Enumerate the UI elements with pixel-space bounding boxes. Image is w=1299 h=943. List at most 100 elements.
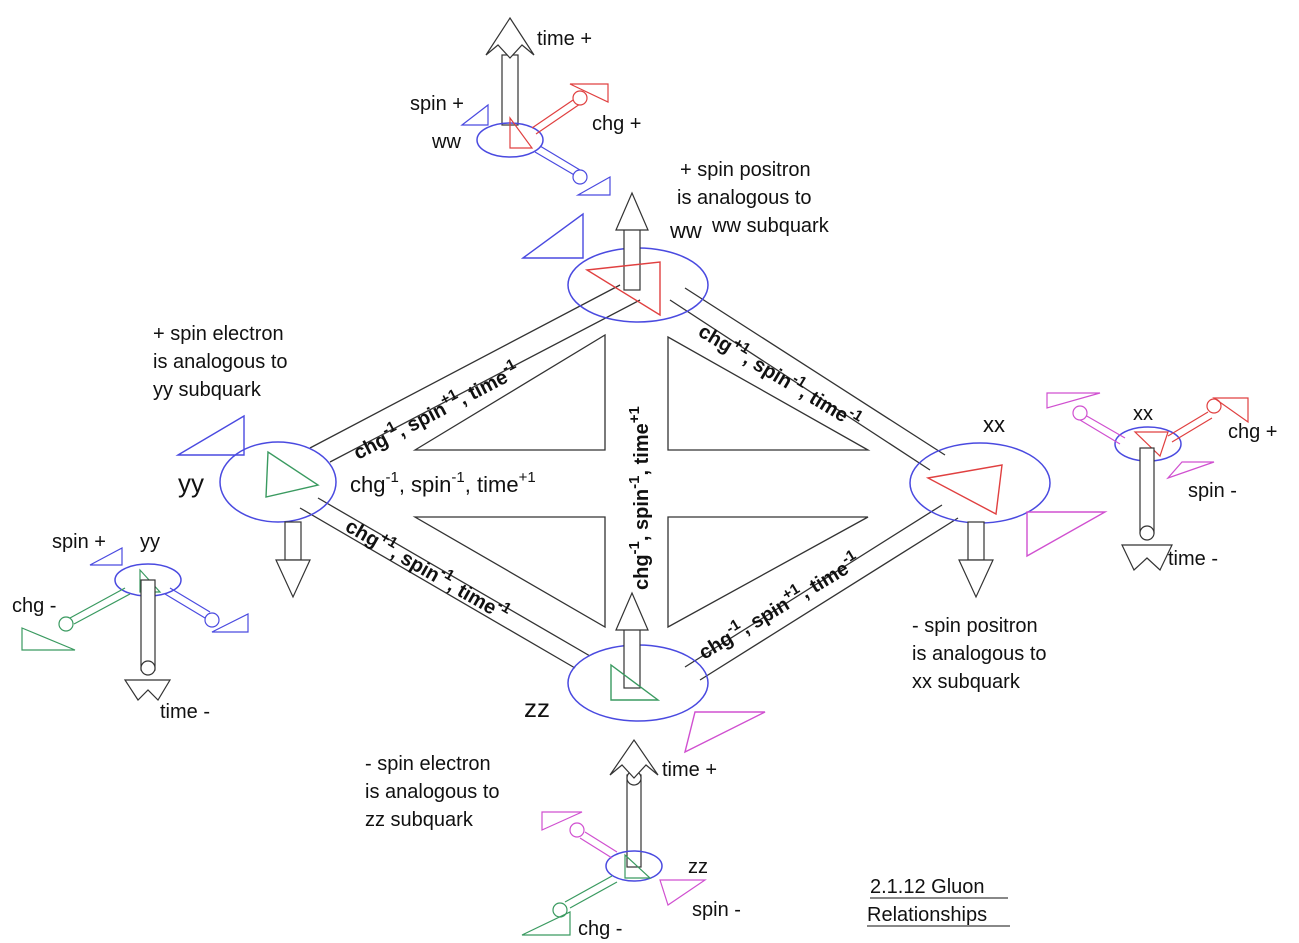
time-plus-icon bbox=[609, 738, 659, 779]
time-minus-arrowhead bbox=[958, 559, 994, 599]
chg-triangle-small bbox=[509, 116, 534, 149]
captions: + spin positron is analogous to ww subqu… bbox=[153, 159, 1052, 831]
xz-triangle bbox=[541, 811, 583, 831]
edge-label-yy-zz: chg+1, spin-1, time-1 bbox=[342, 511, 515, 626]
time-minus-arrowhead bbox=[275, 559, 311, 599]
time-axis-shaft bbox=[626, 774, 642, 868]
edge-zz-xx bbox=[684, 504, 959, 681]
spin-triangle bbox=[683, 711, 766, 754]
spin-triangle bbox=[520, 212, 584, 259]
time-minus-cap bbox=[140, 660, 156, 676]
time-plus-arrowhead bbox=[615, 191, 649, 231]
node-yy: yy bbox=[175, 414, 337, 599]
node-zz: zz bbox=[524, 591, 766, 754]
time-minus-icon bbox=[123, 679, 172, 701]
label-chg-plus-top: chg + bbox=[592, 113, 641, 135]
node-label-zz: zz bbox=[524, 693, 550, 723]
chg-minus-triangle bbox=[521, 911, 571, 936]
yy-ellipse bbox=[219, 441, 337, 523]
label-spin-minus-bottom: spin - bbox=[692, 899, 741, 921]
label-spin-plus-left: spin + bbox=[52, 531, 106, 553]
chg-minus-cap bbox=[58, 616, 74, 632]
chg-plus-triangle bbox=[1212, 397, 1249, 424]
inner-triangle-nw bbox=[412, 333, 606, 451]
inner-triangle-sw bbox=[412, 516, 606, 629]
edge-label-ww-zz: chg-1, spin-1, time+1 bbox=[626, 406, 653, 590]
diamond-edges bbox=[299, 284, 959, 681]
label-time-minus-left: time - bbox=[160, 701, 210, 723]
inner-triangle-ne bbox=[667, 335, 871, 451]
spin-minus-triangle bbox=[575, 175, 611, 196]
node-label-xx: xx bbox=[983, 412, 1005, 437]
xz-cap bbox=[569, 822, 585, 838]
edge-label-yy-xx: chg-1, spin-1, time+1 bbox=[350, 469, 536, 497]
spin-minus-triangle-small bbox=[659, 879, 707, 906]
xz-triangle bbox=[1046, 392, 1101, 409]
label-chg-minus-bottom: chg - bbox=[578, 918, 622, 940]
axis-glyph-xx: xx chg + spin - time - bbox=[1046, 392, 1277, 571]
caption-yy: + spin electron is analogous to yy subqu… bbox=[153, 323, 293, 401]
time-minus-shaft bbox=[284, 521, 302, 561]
spin-plus-triangle-small bbox=[89, 547, 123, 566]
label-chg-plus-right: chg + bbox=[1228, 421, 1277, 443]
spin-minus-shaft bbox=[164, 587, 211, 619]
chg-triangle bbox=[925, 464, 1003, 516]
node-label-yy: yy bbox=[178, 468, 204, 498]
edge-yy-zz bbox=[299, 497, 591, 669]
time-axis-shaft bbox=[140, 579, 156, 671]
spin-minus-triangle bbox=[211, 613, 249, 633]
spin-minus-triangle-small bbox=[1166, 461, 1215, 480]
inner-triangles bbox=[412, 333, 871, 629]
label-chg-minus-left: chg - bbox=[12, 595, 56, 617]
label-time-minus-right: time - bbox=[1168, 548, 1218, 570]
xz-shaft bbox=[1079, 414, 1126, 445]
xz-cap bbox=[1072, 405, 1088, 421]
spin-minus-cap bbox=[572, 169, 588, 185]
chg-plus-cap bbox=[1206, 398, 1222, 414]
title-line-1: 2.1.12 Gluon bbox=[870, 876, 985, 898]
chg-plus-shaft bbox=[1167, 411, 1213, 443]
spin-triangle-small bbox=[460, 103, 489, 126]
label-yy-small: yy bbox=[140, 531, 160, 553]
time-minus-icon bbox=[1121, 544, 1173, 571]
axis-glyph-ww: time + spin + ww chg + bbox=[410, 16, 641, 196]
chg-triangle-small bbox=[1133, 431, 1169, 458]
spin-triangle bbox=[1026, 511, 1108, 558]
time-axis-shaft bbox=[501, 54, 519, 126]
chg-triangle bbox=[584, 261, 661, 317]
title-line-2: Relationships bbox=[867, 904, 987, 926]
axis-glyph-zz: time + zz spin - chg - bbox=[521, 738, 741, 940]
caption-xx: - spin positron is analogous to xx subqu… bbox=[912, 615, 1052, 693]
zz-small-ellipse bbox=[605, 850, 663, 882]
xx-ellipse bbox=[909, 442, 1051, 524]
spin-triangle bbox=[175, 414, 245, 456]
edge-label-zz-xx: chg-1, spin+1, time-1 bbox=[693, 546, 864, 664]
chg-minus-shaft bbox=[69, 587, 131, 625]
caption-zz: - spin electron is analogous to zz subqu… bbox=[365, 753, 505, 831]
label-time-plus-bottom: time + bbox=[662, 759, 717, 781]
chg-plus-shaft bbox=[531, 97, 581, 135]
label-time-plus-top: time + bbox=[537, 28, 592, 50]
chg-plus-triangle bbox=[569, 83, 609, 103]
edge-label-ww-yy: chg-1, spin+1, time-1 bbox=[348, 356, 524, 465]
label-zz-small: zz bbox=[688, 856, 708, 878]
node-ww: ww bbox=[520, 191, 709, 323]
time-plus-arrowhead bbox=[615, 591, 649, 631]
time-plus-icon bbox=[485, 16, 535, 59]
inner-triangle-se bbox=[667, 516, 869, 629]
label-xx-small: xx bbox=[1133, 403, 1153, 425]
chg-minus-triangle bbox=[21, 627, 76, 651]
chg-triangle bbox=[610, 663, 661, 701]
chg-plus-cap bbox=[572, 90, 588, 106]
label-spin-minus-right: spin - bbox=[1188, 480, 1237, 502]
figure-title: 2.1.12 Gluon Relationships bbox=[867, 876, 1010, 927]
spin-minus-cap bbox=[204, 612, 220, 628]
caption-ww: + spin positron is analogous to ww subqu… bbox=[677, 159, 830, 237]
time-axis-shaft bbox=[1139, 447, 1155, 534]
label-spin-plus-top: spin + bbox=[410, 93, 464, 115]
chg-triangle-small bbox=[624, 853, 652, 879]
xz-shaft bbox=[579, 831, 618, 859]
axis-glyph-yy: spin + yy chg - time - bbox=[12, 531, 249, 723]
